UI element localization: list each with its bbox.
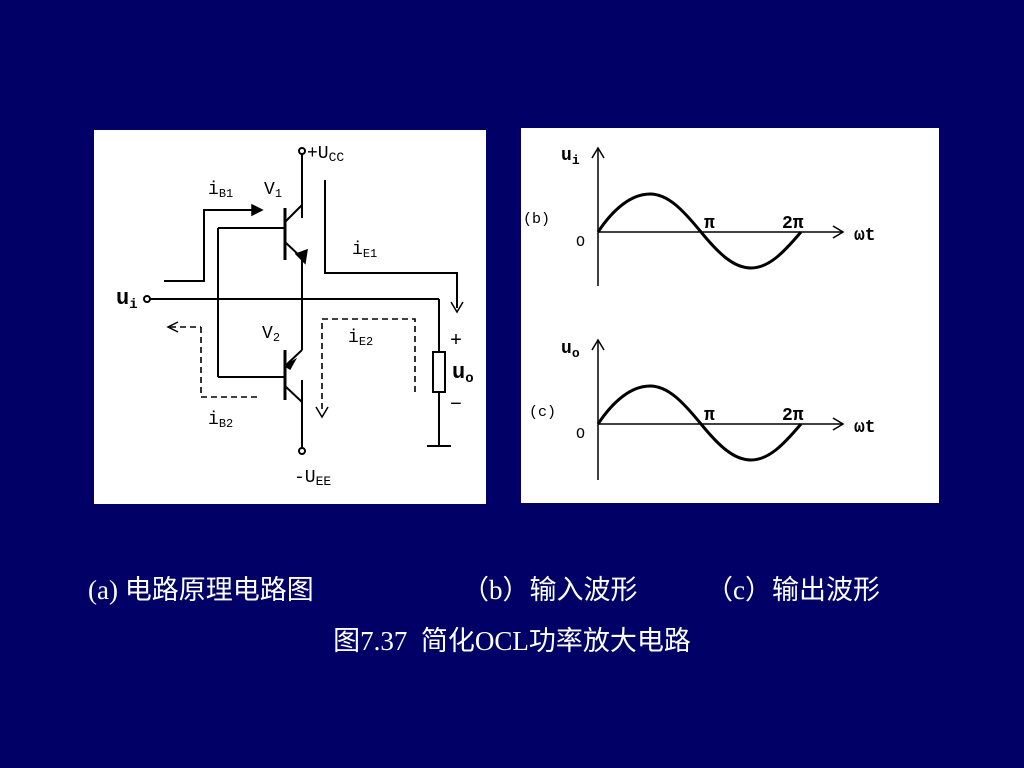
- ib2-path: [200, 327, 259, 398]
- input-axis-label: ui: [561, 146, 580, 168]
- minus-sign: −: [450, 394, 462, 417]
- output-sine-curve: [596, 384, 803, 462]
- input-panel-tag: (b): [523, 211, 550, 228]
- input-terminal: [143, 295, 151, 303]
- figure-title: 图7.37 简化OCL功率放大电路: [333, 626, 691, 656]
- ie1-arrow: [450, 301, 464, 314]
- vcc-label: +UCC: [307, 144, 344, 165]
- input-x-label: ωt: [854, 226, 876, 246]
- v2-emitter-arrow: [283, 357, 298, 371]
- ie2-path: [321, 318, 416, 413]
- ib2-arrow: [166, 321, 179, 333]
- output-axis-label: uo: [561, 339, 580, 361]
- v2-label: V2: [262, 324, 280, 345]
- output-tick-pi: π: [704, 406, 715, 426]
- ie1-label: iE1: [352, 240, 377, 261]
- waveform-diagram: ui (b) O π 2π ωt uo (c) O π 2π: [523, 146, 876, 480]
- output-x-label: ωt: [854, 418, 876, 438]
- ie2-label: iE2: [348, 328, 373, 349]
- output-origin-label: O: [576, 426, 585, 443]
- ib1-arrow: [251, 203, 264, 217]
- vee-label: -UEE: [294, 468, 331, 489]
- ui-label: ui: [116, 286, 138, 313]
- circuit-panel: +UCC -UEE V1 V2 iB1 iB2 iE1 iE2 ui uo + …: [94, 130, 486, 504]
- input-waveform-plot: ui (b) O π 2π ωt: [523, 146, 876, 286]
- input-sine-curve: [596, 192, 803, 270]
- caption-c: （c）输出波形: [706, 575, 880, 605]
- ib1-label: iB1: [208, 180, 233, 201]
- output-tick-2pi: 2π: [782, 406, 804, 426]
- input-tick-2pi: 2π: [782, 214, 804, 234]
- circuit-diagram: +UCC -UEE V1 V2 iB1 iB2 iE1 iE2 ui uo + …: [116, 144, 474, 489]
- output-panel-tag: (c): [529, 404, 556, 421]
- caption-a: (a) 电路原理电路图: [88, 575, 314, 605]
- uo-label: uo: [452, 360, 474, 387]
- v1-label: V1: [264, 180, 282, 201]
- load-resistor: [432, 351, 446, 393]
- v1-emitter-arrow: [294, 248, 308, 265]
- input-origin-label: O: [576, 234, 585, 251]
- plus-sign: +: [450, 330, 462, 353]
- waveform-panel: ui (b) O π 2π ωt uo (c) O π 2π: [521, 128, 939, 503]
- caption-b: （b）输入波形: [462, 575, 638, 605]
- input-tick-pi: π: [704, 214, 715, 234]
- ie2-arrow: [315, 406, 329, 419]
- vcc-terminal: [298, 147, 306, 155]
- vee-terminal: [298, 447, 306, 455]
- output-waveform-plot: uo (c) O π 2π ωt: [529, 338, 876, 480]
- ib2-label: iB2: [208, 410, 233, 431]
